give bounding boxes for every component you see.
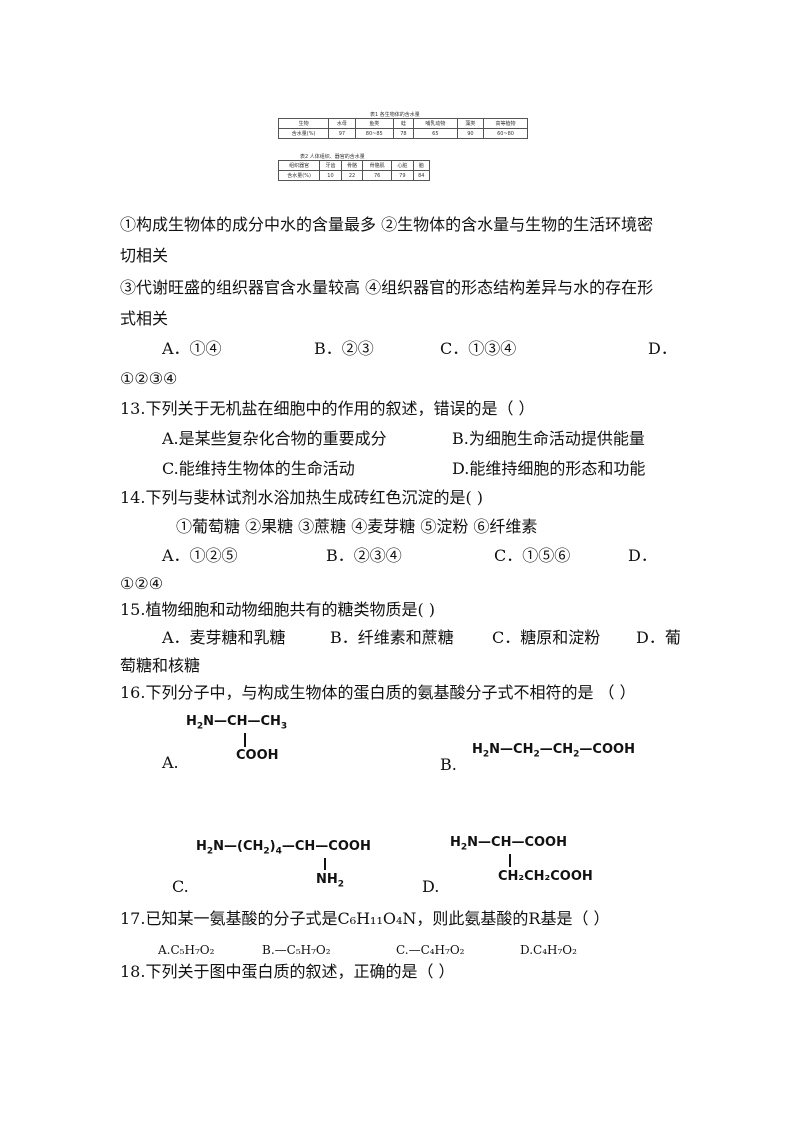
table2-cell: 22 [340, 170, 364, 181]
table1-row-label: 含水量(%) [277, 128, 330, 139]
table2-cell: 79 [391, 170, 414, 181]
q12-line2: 切相关 [120, 246, 169, 265]
table1-header-cell: 哺乳动物 [412, 118, 458, 129]
q14-option-d: D． [628, 546, 657, 565]
q14-option-c: C．①⑤⑥ [494, 546, 571, 565]
q14-option-a: A．①②⑤ [162, 546, 238, 565]
q16-structure-d-bond [509, 854, 511, 867]
table2-cell: 84 [412, 170, 431, 181]
q17-option-c: C.—C₄H₇O₂ [396, 943, 465, 957]
table2-caption: 表2 人体组织、器官的含水量 [300, 154, 365, 160]
q12-line1: ①构成生物体的成分中水的含量最多 ②生物体的含水量与生物的生活环境密 [120, 215, 654, 234]
q16-label-a: A. [162, 753, 179, 772]
q16-structure-c-bond [324, 858, 326, 870]
q15-option-d-continued: 萄糖和核糖 [120, 656, 201, 675]
table1-cell: 90 [456, 128, 485, 139]
q13-option-c: C.能维持生物体的生命活动 [162, 459, 355, 478]
q17-option-a: A.C₅H₇O₂ [158, 943, 215, 957]
q14-option-d-continued: ①②④ [120, 574, 164, 593]
q16-structure-d-side-chain: CH₂CH₂COOH [498, 869, 593, 884]
table2-cell: 76 [362, 170, 393, 181]
q17-option-d: D.C₄H₇O₂ [520, 943, 577, 957]
table1-header-cell: 水母 [328, 118, 356, 129]
q16-structure-a-bond [244, 733, 246, 747]
q12-option-a: A．①④ [162, 339, 222, 358]
q16-structure-a-cooh: COOH [236, 748, 279, 763]
table1-cell: 78 [392, 128, 414, 139]
table1-cell: 60~80 [483, 128, 528, 139]
q18-stem: 18.下列关于图中蛋白质的叙述，正确的是（ ） [120, 962, 455, 981]
q12-line4: 式相关 [120, 309, 169, 328]
table1-header-cell: 藻类 [456, 118, 485, 129]
q13-option-d: D.能维持细胞的形态和功能 [452, 459, 646, 478]
table2-header-cell: 心脏 [391, 160, 414, 171]
q15-option-b: B．纤维素和蔗糖 [330, 628, 454, 647]
q15-option-a: A．麦芽糖和乳糖 [162, 628, 286, 647]
q16-structure-c-chain: H2N—(CH2)4—CH—COOH [196, 839, 371, 857]
q17-stem: 17.已知某一氨基酸的分子式是C₆H₁₁O₄N，则此氨基酸的R基是（ ） [120, 909, 610, 928]
q12-option-d-continued: ①②③④ [120, 369, 178, 388]
q13-option-a: A.是某些复杂化合物的重要成分 [162, 429, 387, 448]
q14-stem: 14.下列与斐林试剂水浴加热生成砖红色沉淀的是( ) [120, 488, 484, 507]
q15-stem: 15.植物细胞和动物细胞共有的糖类物质是( ) [120, 600, 436, 619]
table1-cell: 97 [328, 128, 356, 139]
table1-header-cell: 高等植物 [483, 118, 528, 129]
q15-option-d: D．葡 [636, 628, 681, 647]
table1-header-cell: 鱼类 [354, 118, 394, 129]
table2-cell: 10 [319, 170, 342, 181]
q12-line3: ③代谢旺盛的组织器官含水量较高 ④组织器官的形态结构差异与水的存在形 [120, 278, 654, 297]
q14-option-b: B．②③④ [326, 546, 402, 565]
q16-stem: 16.下列分子中，与构成生物体的蛋白质的氨基酸分子式不相符的是 （ ） [120, 683, 636, 702]
table2-header-cell: 脑 [412, 160, 431, 171]
table2-header-cell: 骨骼 [340, 160, 364, 171]
q16-structure-d-chain: H2N—CH—COOH [450, 835, 567, 853]
table2-header-cell: 骨骼肌 [362, 160, 393, 171]
table2-row-label: 含水量(%) [277, 170, 321, 181]
table1-header-cell: 蛙 [392, 118, 414, 129]
table2-header-cell: 牙齿 [319, 160, 342, 171]
table1-cell: 65 [412, 128, 458, 139]
q14-items: ①葡萄糖 ②果糖 ③蔗糖 ④麦芽糖 ⑤淀粉 ⑥纤维素 [176, 517, 538, 536]
q16-label-b: B. [440, 755, 457, 774]
table1: 生物 水母 鱼类 蛙 哺乳动物 藻类 高等植物 含水量(%) 97 80~85 … [277, 118, 528, 139]
q16-label-c: C. [172, 877, 189, 896]
q15-option-c: C．糖原和淀粉 [492, 628, 601, 647]
table1-header-cell: 生物 [277, 118, 330, 129]
q17-option-b: B.—C₅H₇O₂ [262, 943, 331, 957]
q16-structure-c-nh2: NH2 [316, 872, 345, 890]
table1-caption: 表1 各生物体的含水量 [370, 112, 420, 118]
table2: 组织器官 牙齿 骨骼 骨骼肌 心脏 脑 含水量(%) 10 22 76 79 8… [277, 160, 431, 181]
table1-cell: 80~85 [354, 128, 394, 139]
q13-stem: 13.下列关于无机盐在细胞中的作用的叙述，错误的是（ ） [120, 399, 535, 418]
table2-header-cell: 组织器官 [277, 160, 321, 171]
q12-option-b: B．②③ [314, 339, 374, 358]
q16-label-d: D. [422, 877, 440, 896]
q12-option-d: D． [648, 339, 677, 358]
q16-structure-b: H2N—CH2—CH2—COOH [472, 742, 635, 760]
q13-option-b: B.为细胞生命活动提供能量 [452, 429, 645, 448]
q12-option-c: C．①③④ [440, 339, 517, 358]
q16-structure-a-chain: H2N—CH—CH3 [186, 714, 288, 732]
